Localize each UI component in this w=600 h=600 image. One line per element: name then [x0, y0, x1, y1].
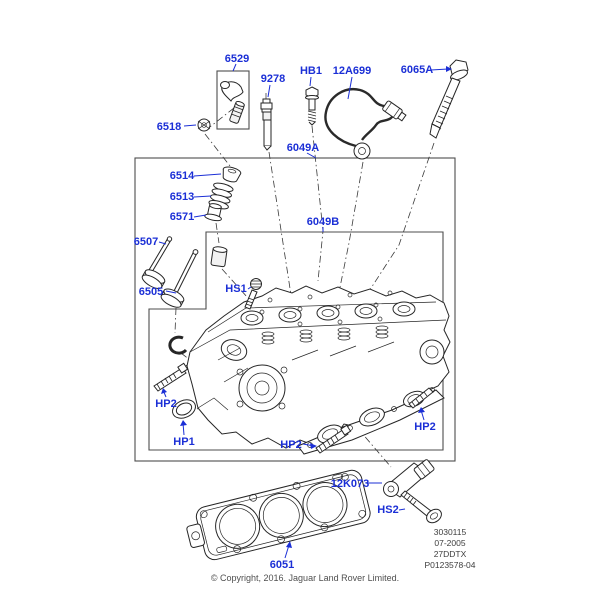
knock-sensor-part — [324, 87, 407, 160]
callout-hs2[interactable]: HS2 — [377, 504, 398, 516]
bolt-hs1-part — [244, 278, 262, 310]
reference-date: 07-2005 — [434, 538, 465, 548]
callout-6505[interactable]: 6505 — [139, 286, 163, 298]
exhaust-valve-part — [160, 249, 199, 308]
callout-6514[interactable]: 6514 — [170, 170, 195, 182]
bolt-hs2-part — [400, 490, 442, 524]
callout-hp2-middle[interactable]: HP2 — [280, 439, 301, 451]
callout-6049b[interactable]: 6049B — [307, 216, 339, 228]
reference-number: 3030115 — [434, 527, 467, 537]
callout-6049a[interactable]: 6049A — [287, 142, 319, 154]
cam-saddles — [240, 301, 416, 326]
snap-ring-part — [168, 335, 188, 355]
seal-hp1-part — [172, 399, 196, 419]
reference-code: 27DDTX — [434, 549, 467, 559]
callout-leaders — [158, 63, 452, 559]
glow-plug-part — [260, 93, 273, 151]
head-gasket-part — [186, 469, 371, 561]
stud-hp2-left-part — [153, 362, 189, 392]
callout-12a699[interactable]: 12A699 — [333, 65, 372, 77]
callout-12k073[interactable]: 12K073 — [331, 478, 370, 490]
bolt-hb1-part — [305, 86, 319, 126]
callout-6051[interactable]: 6051 — [270, 559, 294, 571]
left-end-bearing — [220, 339, 248, 361]
callout-6513[interactable]: 6513 — [170, 191, 194, 203]
callout-6065a[interactable]: 6065A — [401, 64, 433, 76]
callout-labels: 6529 9278 HB1 12A699 6065A 6518 6049A 65… — [134, 53, 436, 571]
reference-plate-id: P0123578-04 — [424, 560, 475, 570]
callout-9278[interactable]: 9278 — [261, 73, 285, 85]
retainer-clip-part — [197, 118, 211, 132]
front-seal-boss — [238, 364, 286, 412]
callout-6571[interactable]: 6571 — [170, 211, 194, 223]
stud-hp2-right-part — [408, 387, 434, 409]
copyright-notice: © Copyright, 2016. Jaguar Land Rover Lim… — [211, 573, 399, 583]
camshaft-sensor-part — [383, 459, 435, 498]
rocker-arm-part — [220, 81, 245, 124]
reference-block: 3030115 07-2005 27DDTX P0123578-04 — [424, 527, 475, 570]
deck-details — [197, 290, 395, 411]
callout-hp1[interactable]: HP1 — [173, 436, 194, 448]
lash-adjuster-part — [229, 101, 245, 124]
valve-stem-seal-part — [204, 203, 222, 222]
cylinder-head-box-6049B — [148, 231, 444, 451]
spring-retainer-part — [222, 166, 242, 183]
stud-hp2-middle-part — [315, 424, 352, 454]
callout-hb1[interactable]: HB1 — [300, 65, 322, 77]
callout-hp2-left[interactable]: HP2 — [155, 398, 176, 410]
callout-6529[interactable]: 6529 — [225, 53, 249, 65]
callout-hp2-right[interactable]: HP2 — [414, 421, 435, 433]
tappet-bucket-part — [210, 246, 228, 268]
valve-springs — [261, 325, 389, 345]
callout-6518[interactable]: 6518 — [157, 121, 181, 133]
cylinder-head-assy-box-6049A — [134, 157, 456, 462]
callout-hs1[interactable]: HS1 — [225, 283, 246, 295]
valve-spring-part — [208, 182, 234, 210]
intake-valve-part — [141, 236, 173, 289]
right-end-boss — [419, 339, 445, 365]
head-bolt-part — [429, 59, 469, 139]
callout-6507[interactable]: 6507 — [134, 236, 158, 248]
cylinder-head-drawing — [186, 285, 451, 455]
